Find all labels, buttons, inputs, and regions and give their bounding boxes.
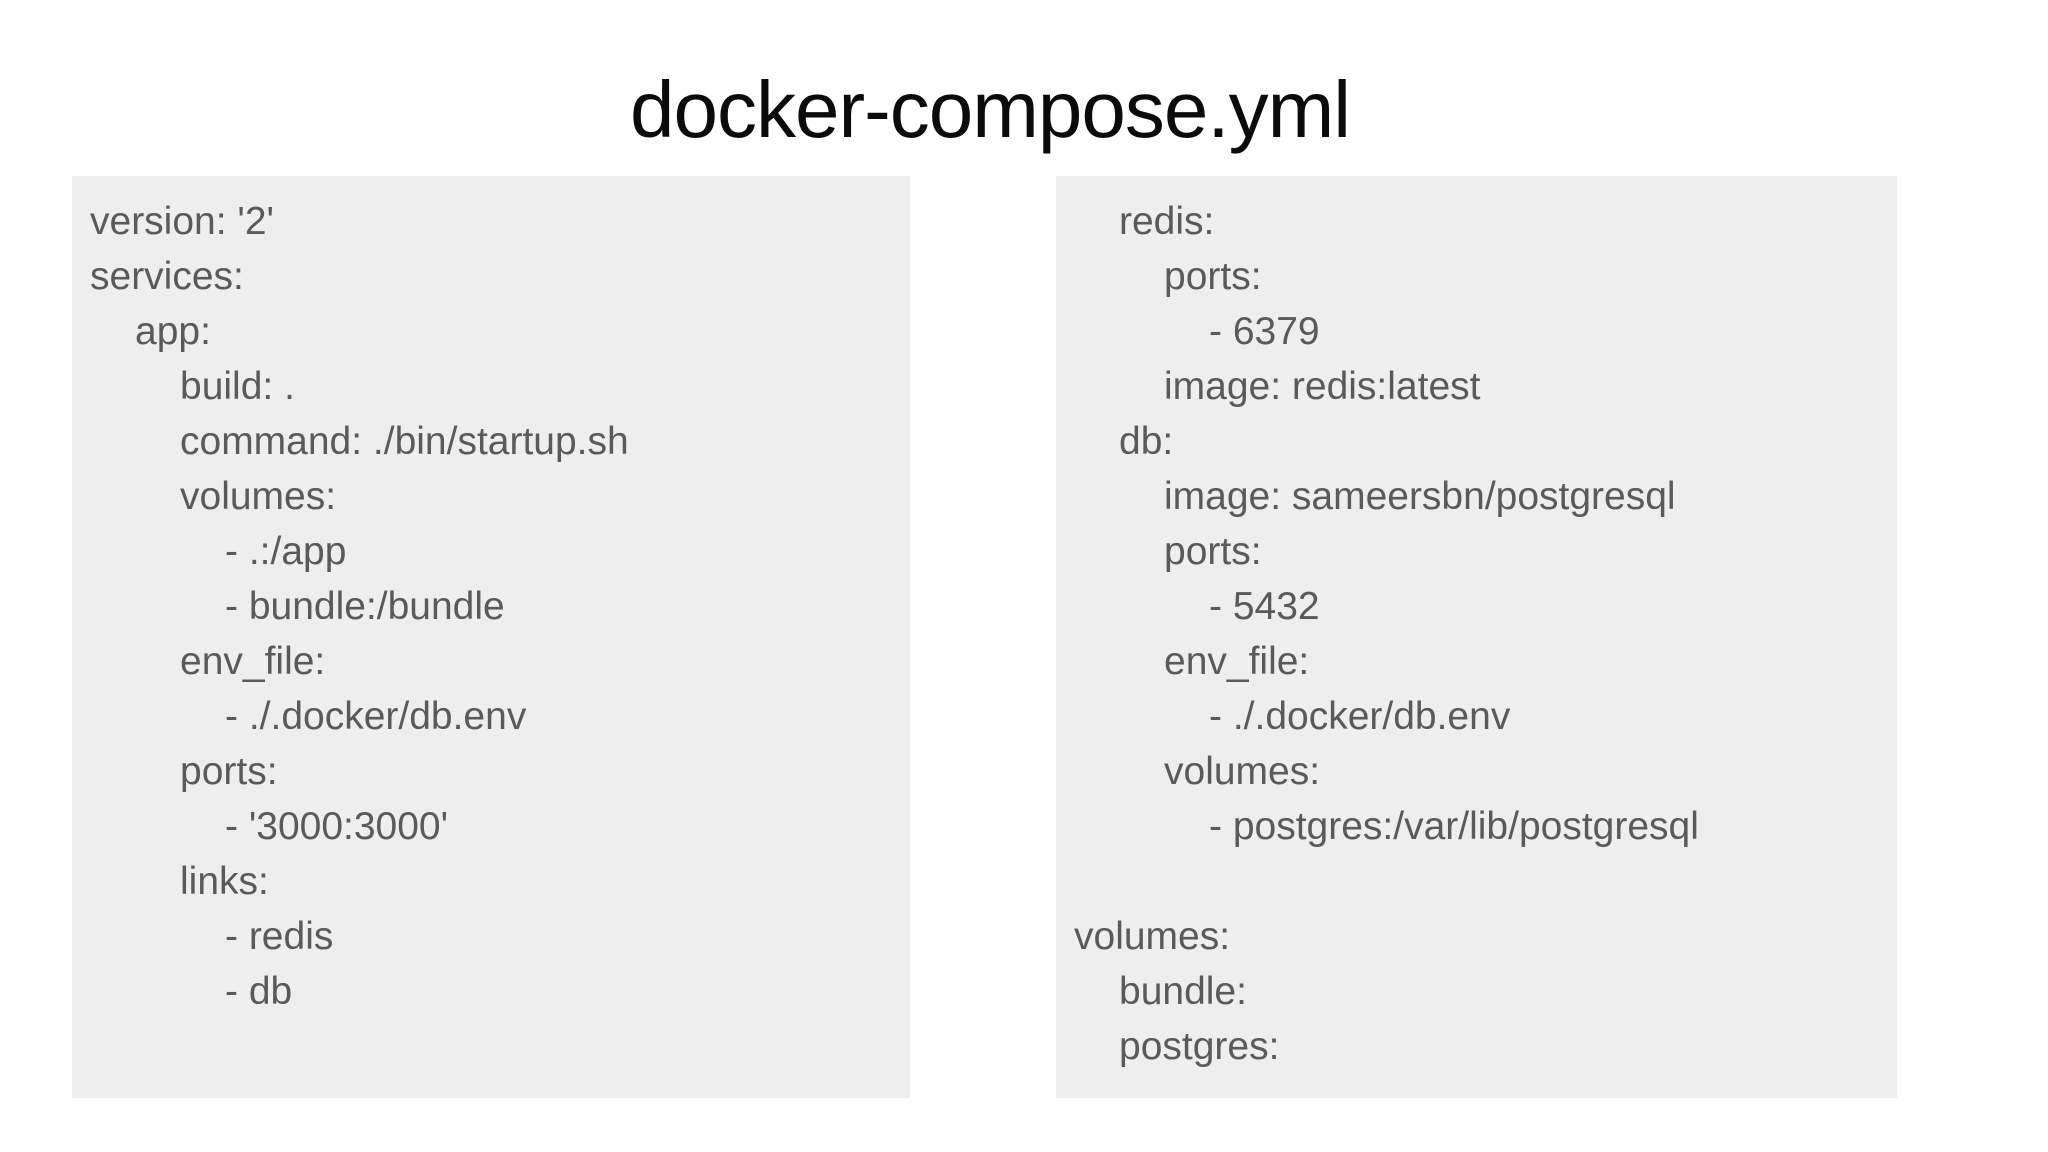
code-line: volumes: [1074,915,1231,958]
code-line: ports: [1164,530,1262,573]
code-line: - '3000:3000' [225,805,449,848]
code-line: db: [1119,420,1174,463]
code-line: - redis [225,915,334,958]
code-line: links: [180,860,269,903]
code-line: image: sameersbn/postgresql [1164,475,1676,518]
code-line: build: . [180,365,295,408]
code-line [1074,854,1887,909]
code-line: - ./.docker/db.env [225,695,527,738]
code-line: volumes: [1164,750,1321,793]
code-line: ports: [180,750,278,793]
code-line: env_file: [1164,640,1310,683]
code-line: ports: [1164,255,1262,298]
code-line: version: '2' [90,200,274,243]
code-line: - 6379 [1209,310,1320,353]
code-line: command: ./bin/startup.sh [180,420,629,463]
code-line: postgres: [1119,1025,1280,1068]
code-line: - ./.docker/db.env [1209,695,1511,738]
left-code-panel: version: '2' services: app: build: . command… [72,176,910,1098]
code-line: volumes: [180,475,337,518]
code-line: - 5432 [1209,585,1320,628]
right-code-panel: redis: ports: - 6379 image: redis:latest db:… [1056,176,1897,1098]
code-line: - postgres:/var/lib/postgresql [1209,805,1699,848]
code-line: redis: [1119,200,1215,243]
code-line: bundle: [1119,970,1247,1013]
slide-title: docker-compose.yml [629,65,1351,154]
code-line: - db [225,970,293,1013]
code-line: services: [90,255,244,298]
code-line: env_file: [180,640,326,683]
code-line: - bundle:/bundle [225,585,505,628]
code-line: app: [135,310,211,353]
code-line: image: redis:latest [1164,365,1481,408]
code-line: - .:/app [225,530,347,573]
